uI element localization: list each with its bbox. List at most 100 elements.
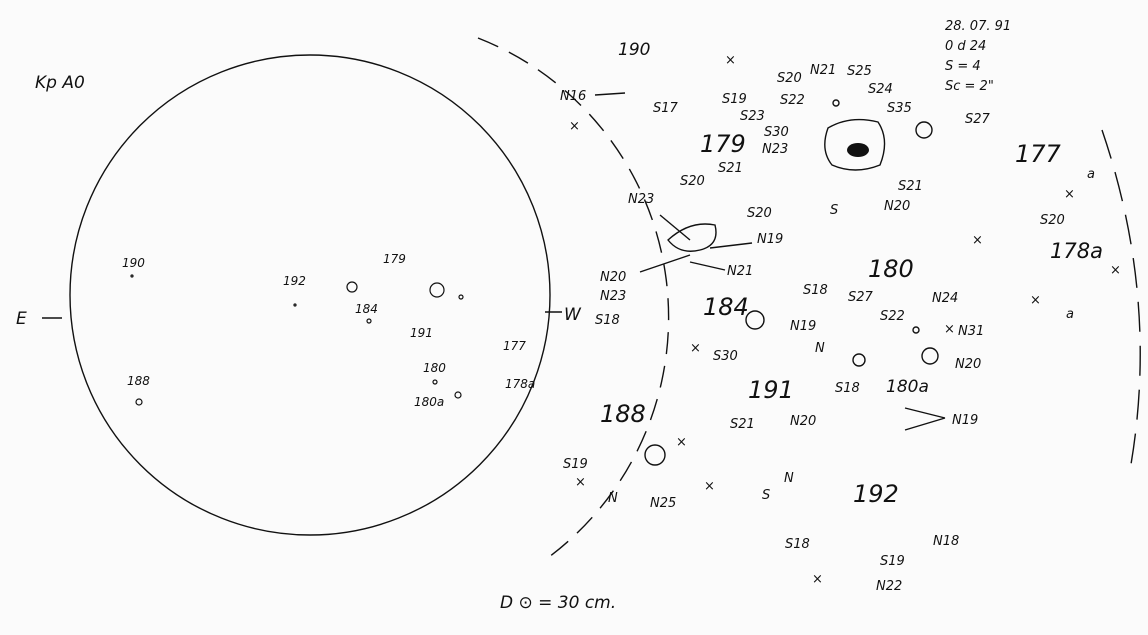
west-label: W: [564, 305, 582, 325]
svg-text:×: ×: [676, 435, 687, 450]
spot-label: S30: [713, 349, 738, 364]
svg-text:×: ×: [690, 341, 701, 356]
disk-group-label: 191: [410, 326, 433, 340]
spot-label: S18: [803, 283, 828, 298]
spot-label: S24: [868, 82, 893, 97]
svg-text:×: ×: [704, 479, 715, 494]
disk-diameter: D ⊙ = 30 cm.: [500, 593, 616, 613]
spot-label: N22: [876, 579, 902, 594]
spot-label: N20: [955, 357, 981, 372]
spot-label: N16: [560, 89, 586, 104]
disk-group-label: 192: [283, 274, 306, 288]
spot-label: a: [1066, 307, 1074, 322]
spot-label: S18: [595, 313, 620, 328]
spot-label: S27: [848, 290, 874, 305]
disk-group-label: 184: [355, 302, 378, 316]
spot-label: N19: [790, 319, 816, 334]
group-179-detail: 179 S20 N21 S25 S24 S35 S22 S23 S30 N23 …: [700, 63, 991, 218]
spot-label: N24: [932, 291, 958, 306]
spot-label: S20: [1040, 213, 1065, 228]
svg-text:×: ×: [972, 233, 983, 248]
spot-label: S20: [680, 174, 705, 189]
group-179-second-detail: S20 S21 N23 S20 N19 N21 N20 N23 S18: [595, 161, 783, 328]
spot-label: S19: [722, 92, 747, 107]
group-190-detail: 190 N16 S17 S19: [560, 40, 747, 116]
group-191-detail: 191 S21 N20 N S: [730, 376, 816, 503]
disk-group-label: 178a: [505, 377, 535, 391]
spot-label: S19: [563, 457, 588, 472]
spot-label: S19: [880, 554, 905, 569]
spot-label: S: [762, 488, 770, 503]
spot-label: N23: [600, 289, 626, 304]
spot-label: S30: [764, 125, 789, 140]
group-number: 188: [600, 400, 646, 428]
svg-text:×: ×: [569, 119, 580, 134]
disk-group-label: 177: [503, 339, 526, 353]
disk-group-label: 190: [122, 256, 145, 270]
observation-date: 28. 07. 91: [945, 19, 1011, 34]
spot-label: S18: [835, 381, 860, 396]
disk-spots: [130, 274, 464, 406]
group-188-detail: 188 S19 N N25: [563, 400, 676, 511]
group-number: 179: [700, 130, 746, 158]
group-number: 191: [748, 376, 794, 404]
disk-group-label: 180: [423, 361, 446, 375]
svg-text:×: ×: [725, 53, 736, 68]
svg-text:×: ×: [575, 475, 586, 490]
spot-label: S21: [730, 417, 755, 432]
spot-label: S20: [747, 206, 772, 221]
east-label: E: [16, 309, 27, 329]
observer-code: Kp A0: [35, 73, 85, 93]
spot-label: S23: [740, 109, 765, 124]
observation-time: 0 d 24: [945, 39, 986, 54]
spot-label: S27: [965, 112, 991, 127]
spot-label: S35: [887, 101, 912, 116]
spot-label: S21: [718, 161, 743, 176]
spot-label: N31: [958, 324, 984, 339]
group-number: 190: [618, 40, 650, 60]
group-number: 192: [853, 480, 899, 508]
svg-text:×: ×: [1030, 293, 1041, 308]
group-number: 180: [868, 255, 914, 283]
svg-text:×: ×: [944, 322, 955, 337]
spot-label: N19: [952, 413, 978, 428]
group-number: 178a: [1050, 239, 1103, 263]
svg-text:×: ×: [812, 572, 823, 587]
spot-label: N19: [757, 232, 783, 247]
disk-group-label: 180a: [414, 395, 444, 409]
spot-label: S22: [880, 309, 905, 324]
spot-label: a: [1087, 167, 1095, 182]
spot-label: N20: [884, 199, 910, 214]
spot-label: N: [815, 341, 825, 356]
spot-label: N18: [933, 534, 959, 549]
spot-label: N: [608, 491, 618, 506]
group-184-detail: 184 S18 N19 N S30: [703, 283, 828, 364]
group-192-detail: 192 S18 N18 S19 N22: [785, 480, 959, 594]
spot-label: N: [784, 471, 794, 486]
solar-disk: [69, 54, 551, 536]
spot-label: N21: [727, 264, 753, 279]
spot-label: S17: [653, 101, 679, 116]
spot-label: N23: [762, 142, 788, 157]
group-180-detail: 180 S27 S22 N24 N31 N20 180a N19 S18: [835, 255, 984, 431]
disk-group-label: 179: [383, 252, 406, 266]
svg-text:×: ×: [1110, 263, 1121, 278]
svg-text:×: ×: [1064, 187, 1075, 202]
spot-label: N20: [790, 414, 816, 429]
limb-arc: [477, 37, 670, 561]
group-177-178-detail: 177 a S20 178a a: [1015, 140, 1103, 322]
seeing-value: S = 4: [945, 59, 981, 74]
spot-label: S21: [898, 179, 923, 194]
scale-value: Sc = 2": [945, 79, 994, 94]
spot-label: S25: [847, 64, 872, 79]
spot-label: S: [830, 203, 838, 218]
group-number: 180a: [886, 377, 929, 397]
group-number: 177: [1015, 140, 1062, 168]
disk-labels: 190 192 179 184 191 180 177 178a 188 180…: [122, 252, 535, 409]
spot-label: N23: [628, 192, 654, 207]
spot-label: S20: [777, 71, 802, 86]
spot-label: N20: [600, 270, 626, 285]
spot-label: S18: [785, 537, 810, 552]
spot-label: N25: [650, 496, 676, 511]
limb-arc-right: [1101, 129, 1141, 471]
